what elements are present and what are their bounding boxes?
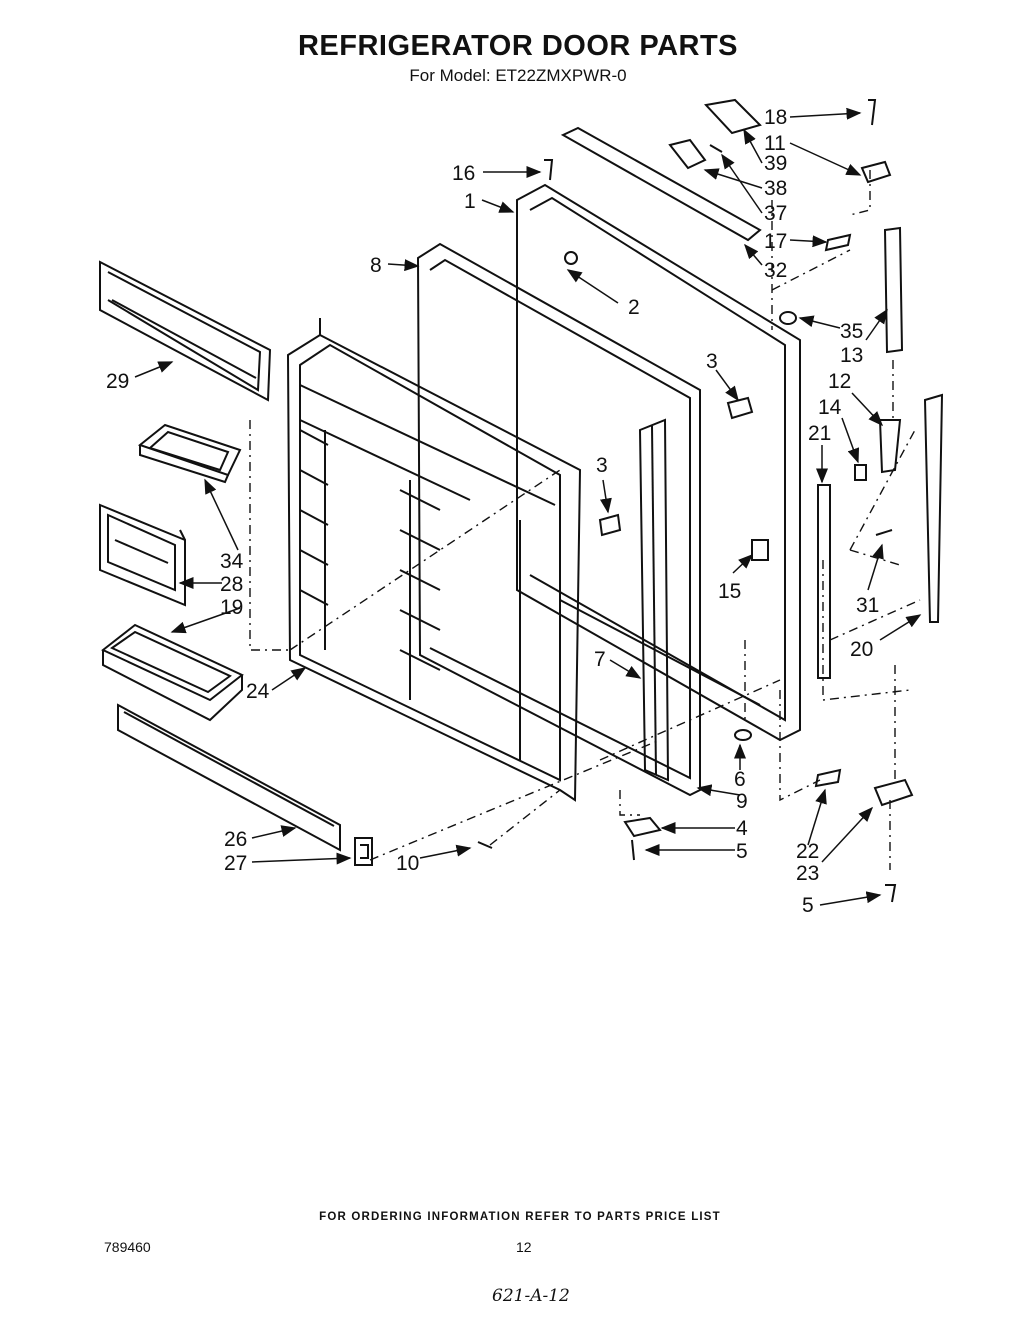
callout-labels: 18 11 39 38 37 17 32 16 1 8 2 35 13 3 12… [106,106,879,917]
leader-arrows [134,107,922,906]
callout-2: 2 [628,296,640,319]
part-rail-end-cap [354,837,373,866]
handwritten-note: 621-A-12 [492,1286,570,1306]
document-number: 789460 [104,1239,151,1255]
part-20-trim [923,393,944,623]
part-14-bushing [854,464,867,481]
page-title: REFRIGERATOR DOOR PARTS [297,30,739,62]
callout-21: 21 [808,422,831,445]
part-outer-door-panel [516,183,801,742]
callout-24: 24 [246,680,270,703]
part-3-bracket-upper [726,396,754,420]
callout-37: 37 [764,202,787,225]
callout-16: 16 [452,162,475,185]
callout-20: 20 [850,638,873,661]
callout-1: 1 [464,190,476,213]
callout-26: 26 [224,828,247,851]
callout-15: 15 [718,580,741,603]
part-23-bottom-hinge [873,778,914,807]
part-39-cover [704,98,762,135]
callout-27: 27 [224,852,247,875]
callout-12: 12 [828,370,851,393]
callout-23: 23 [796,862,819,885]
callout-13: 13 [840,344,863,367]
part-inner-door-liner [286,318,582,802]
ordering-info-note: FOR ORDERING INFORMATION REFER TO PARTS … [319,1211,721,1223]
part-upper-shelf-rail [99,260,272,402]
part-6-washer [734,729,753,741]
callout-5a: 5 [736,840,748,863]
callout-3b: 3 [596,454,608,477]
callout-8: 8 [370,254,382,277]
part-small-shelf [137,423,242,484]
callout-22: 22 [796,840,819,863]
small-hardware [477,98,944,903]
part-door-bin [99,503,186,607]
callout-18: 18 [764,106,787,129]
callout-39: 39 [764,152,787,175]
part-35-plug [779,311,798,325]
callout-10: 10 [396,852,419,875]
assembly-guide-lines [249,170,921,870]
part-door-handle [638,418,670,782]
callout-38: 38 [764,177,787,200]
part-22-shim [814,768,842,788]
model-subtitle: For Model: ET22ZMXPWR-0 [409,66,627,85]
callout-7: 7 [594,648,606,671]
part-screw-38 [709,144,723,153]
part-lower-rail [117,703,341,852]
part-17-shim [824,233,852,252]
callout-3a: 3 [706,350,718,373]
callout-29: 29 [106,370,129,393]
callout-11: 11 [764,132,786,155]
part-lower-bin [101,623,244,722]
callout-6: 6 [734,768,746,791]
callout-28: 28 [220,573,243,596]
part-11-hinge [860,160,892,184]
part-top-trim-strip [560,126,762,242]
part-15-plate [751,539,769,561]
callout-9: 9 [736,790,748,813]
part-5-screw [631,839,635,861]
callout-35: 35 [840,320,863,343]
part-38-cap [668,138,707,170]
part-3-bracket-lower [598,513,622,537]
callout-4: 4 [736,817,748,840]
callout-32: 32 [764,259,787,282]
part-5-screw-bottom [885,884,897,903]
part-4-hinge [623,816,662,838]
callout-14: 14 [818,396,842,419]
callout-19: 19 [220,596,243,619]
callout-5b: 5 [802,894,814,917]
part-10-screw [477,841,493,849]
part-31-screw [875,529,893,536]
page-number: 12 [516,1239,532,1255]
part-21-strip [817,484,831,679]
callout-17: 17 [764,230,787,253]
part-12-hinge [878,419,902,474]
part-18-screw [868,99,877,126]
callout-31: 31 [856,594,879,617]
part-2-stop [564,251,579,265]
part-16-screw [544,159,554,181]
part-13-hinge-pin-cover [883,226,904,354]
callout-34: 34 [220,550,244,573]
